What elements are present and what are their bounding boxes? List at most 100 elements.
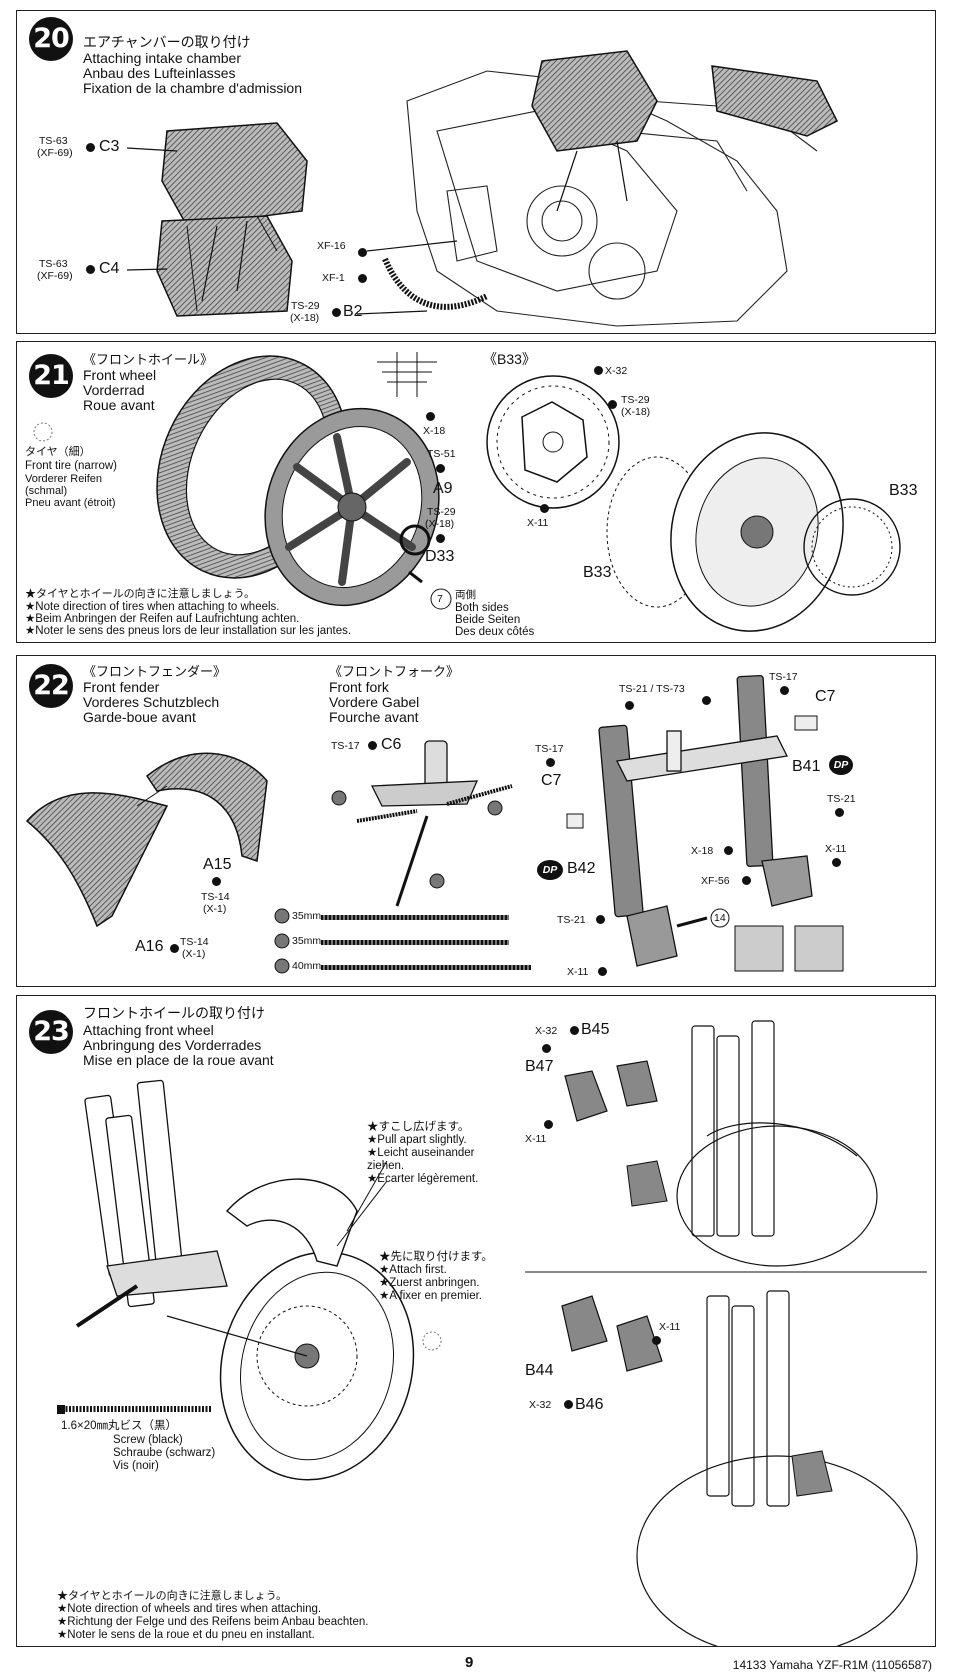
tire-label-de2: (schmal) (25, 485, 68, 497)
c3-paint-code: TS-63 (39, 135, 68, 147)
step-20-panel: 20 エアチャンバーの取り付け Attaching intake chamber… (16, 10, 936, 334)
ts29b-label: TS-29 (621, 394, 650, 406)
step-number-22: 22 (29, 664, 73, 708)
b41-dp-badge: DP (829, 755, 853, 775)
pull-fr: ★Ecarter légèrement. (367, 1173, 479, 1185)
ts21-73-label: TS-21 / TS-73 (619, 683, 685, 695)
step-22-panel: 22 《フロントフェンダー》 Front fender Vorderes Sch… (16, 655, 936, 987)
ts73-top-marker-icon (702, 696, 711, 705)
x18-marker-icon-22 (724, 846, 733, 855)
a16-marker-icon (170, 944, 179, 953)
b47-label: B47 (525, 1058, 554, 1075)
step-20-illustration (126, 50, 839, 327)
tube-40 (321, 965, 531, 970)
x11b-marker-icon (652, 1336, 661, 1345)
b2-paint-alt: (X-18) (290, 312, 320, 324)
d33-label: D33 (425, 548, 455, 565)
step-20-title-ja: エアチャンバーの取り付け (83, 34, 251, 50)
fork-title-en: Front fork (329, 679, 389, 695)
a16-code-label: TS-14 (180, 936, 209, 948)
ts29b-marker-icon (608, 400, 617, 409)
xf1-label: XF-1 (322, 272, 345, 284)
step-21-note-fr: ★Noter le sens des pneus lors de leur in… (25, 625, 352, 637)
step-21-title-fr: Roue avant (83, 397, 155, 413)
x11-label-23: X-11 (525, 1133, 547, 1145)
c4-marker-icon (86, 265, 95, 274)
step-23-note-ja: ★タイヤとホイールの向きに注意しましょう。 (57, 1590, 288, 1602)
screw-en: Screw (black) (113, 1434, 183, 1446)
repeat-count: 7 (437, 593, 443, 605)
step-23-title-de: Anbringung des Vorderrades (83, 1037, 262, 1053)
a15-label: A15 (203, 856, 232, 873)
fender-title-en: Front fender (83, 679, 160, 695)
both-sides-ja: 両側 (455, 589, 476, 601)
a15-code-label: TS-14 (201, 891, 230, 903)
ts29b-alt-label: (X-18) (621, 406, 651, 418)
b2-paint-code: TS-29 (291, 300, 320, 312)
x32-marker-icon (594, 366, 603, 375)
b45-label: B45 (581, 1021, 610, 1038)
x11-bottom-marker-icon (598, 967, 607, 976)
b33-right-label: B33 (889, 482, 918, 499)
ts17-right-label: TS-17 (769, 671, 798, 683)
a16-alt-label: (X-1) (182, 948, 206, 960)
ts29-alt-label: (X-18) (425, 518, 455, 530)
step-22-illustration (25, 674, 844, 974)
tire-label-de: Vorderer Reifen (25, 473, 103, 485)
step-21-note-de: ★Beim Anbringen der Reifen auf Laufricht… (25, 613, 300, 625)
pull-de: ★Leicht auseinander (367, 1147, 475, 1159)
screw-size-label: 1.6×20㎜丸ビス（黒） (61, 1420, 177, 1432)
page-number: 9 (465, 1654, 474, 1671)
step-21-panel: 21 《フロントホイール》 Front wheel Vorderrad Roue… (16, 341, 936, 643)
tube-35b (321, 940, 509, 945)
tire-label-fr: Pneu avant (étroit) (25, 497, 116, 509)
x11-marker-icon-23 (544, 1120, 553, 1129)
fork-title-fr: Fourche avant (329, 709, 419, 725)
step-21-title-en: Front wheel (83, 367, 157, 383)
both-sides-de: Beide Seiten (455, 614, 521, 626)
b42-dp-badge: DP (537, 860, 563, 880)
step-20-title-de: Anbau des Lufteinlasses (83, 65, 236, 81)
b33-left-label: B33 (583, 564, 612, 581)
step-number-20: 20 (29, 17, 73, 61)
x11-marker-icon (540, 504, 549, 513)
tire-label-en: Front tire (narrow) (25, 460, 118, 472)
x11-right-label: X-11 (825, 843, 847, 855)
x11b-label: X-11 (659, 1321, 681, 1333)
step-21-note-ja: ★タイヤとホイールの向きに注意しましょう。 (25, 588, 256, 600)
step-20-title-en: Attaching intake chamber (83, 50, 241, 66)
step-21-title-ja: 《フロントホイール》 (83, 352, 214, 367)
xf56-marker-icon (742, 876, 751, 885)
step-23-title-fr: Mise en place de la roue avant (83, 1052, 274, 1068)
c4-label: C4 (99, 260, 120, 277)
tube-40-label: 40mm (292, 960, 322, 972)
step-21-illustration (33, 352, 901, 632)
tube-35a-label: 35mm (292, 910, 322, 922)
b42-label: B42 (567, 860, 596, 877)
b33-subtitle: 《B33》 (483, 351, 536, 367)
fork-title-ja: 《フロントフォーク》 (329, 664, 460, 679)
b47-marker-icon (542, 1044, 551, 1053)
c4-paint-code: TS-63 (39, 258, 68, 270)
both-sides-fr: Des deux côtés (455, 626, 535, 638)
c4-paint-alt: (XF-69) (37, 270, 73, 282)
a16-label: A16 (135, 938, 164, 955)
x11-bottom-label: X-11 (567, 966, 589, 978)
fender-title-fr: Garde-boue avant (83, 709, 196, 725)
xf1-marker-icon (358, 274, 367, 283)
ts21-top-marker-icon (625, 701, 634, 710)
repeat-count-22: 14 (714, 912, 726, 924)
ts21-bottom-marker-icon (596, 915, 605, 924)
ts17-left-label: TS-17 (535, 743, 564, 755)
c3-label: C3 (99, 138, 120, 155)
x18-marker-icon (426, 412, 435, 421)
b2-marker-icon (332, 308, 341, 317)
c3-paint-alt: (XF-69) (37, 147, 73, 159)
ts51-marker-icon (436, 464, 445, 473)
b46-label: B46 (575, 1396, 604, 1413)
fender-title-ja: 《フロントフェンダー》 (83, 664, 227, 679)
ts29-label: TS-29 (427, 506, 456, 518)
xf56-label: XF-56 (701, 875, 730, 887)
c6-marker-icon (368, 741, 377, 750)
both-sides-en: Both sides (455, 602, 509, 614)
